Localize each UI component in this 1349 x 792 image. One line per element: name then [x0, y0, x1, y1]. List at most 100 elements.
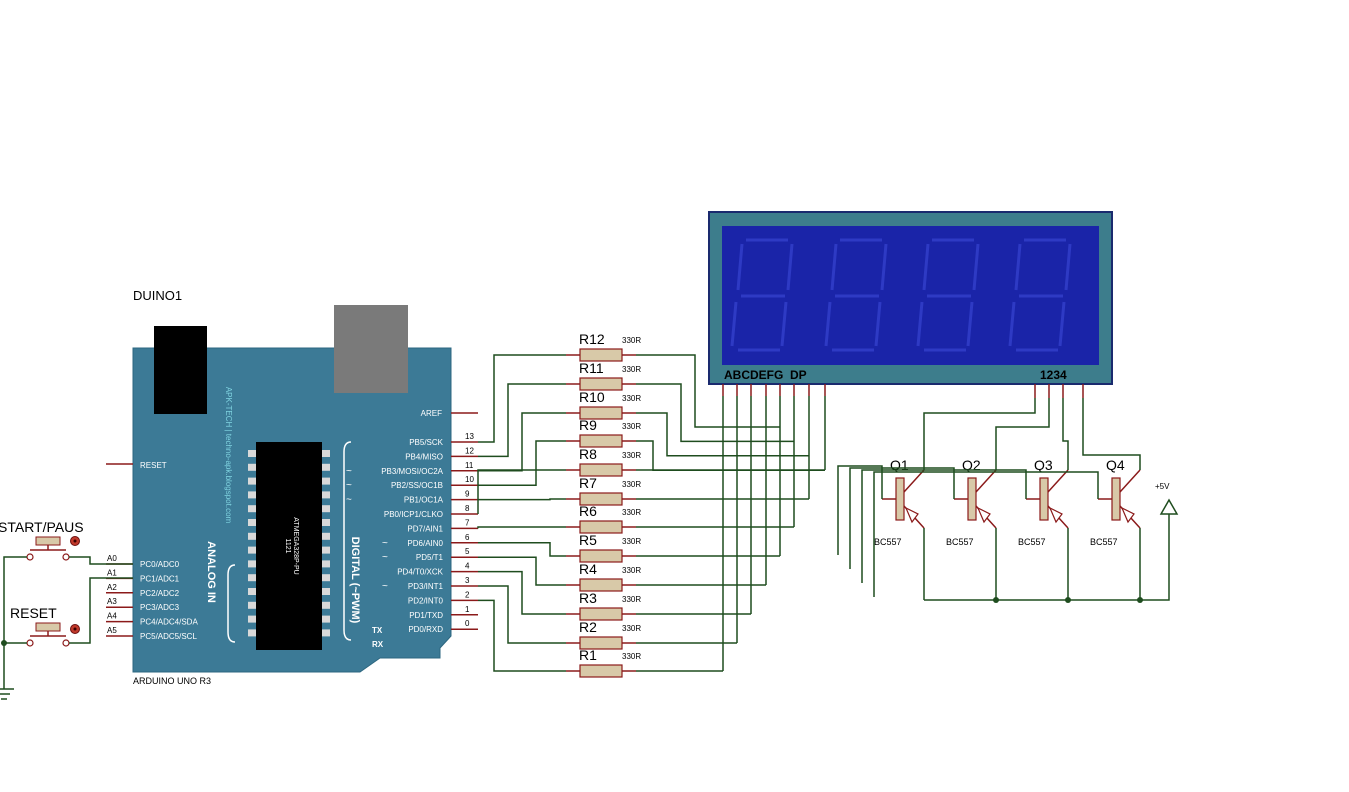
chip-pin [322, 560, 330, 568]
tx-label: TX [372, 626, 383, 635]
resistor-name: R9 [579, 417, 597, 433]
chip-label-1: 1121 [284, 538, 291, 553]
resistor-value: 330R [622, 566, 641, 575]
resistor-value: 330R [622, 652, 641, 661]
chip-pin [248, 532, 256, 540]
digit-4 [1008, 238, 1072, 352]
button-wiring [0, 556, 133, 700]
digital-pin-name: PD2/INT0 [408, 596, 444, 605]
power-jack [154, 326, 207, 414]
digital-pin-number: 6 [465, 533, 470, 542]
transistor-part: BC557 [946, 537, 974, 547]
resistor-value: 330R [622, 537, 641, 546]
transistor-name: Q3 [1034, 457, 1053, 473]
digital-pin-name: PB5/SCK [409, 438, 443, 447]
chip-pin [322, 450, 330, 457]
chip-pin [248, 601, 256, 609]
analog-pin-number: A3 [107, 597, 117, 606]
seven-segment-display[interactable]: ABCDEFG DP 1234 [708, 211, 1113, 385]
digital-pin-name: PD3/INT1 [408, 582, 444, 591]
resistor-value: 330R [622, 394, 641, 403]
digital-pin-number: 11 [465, 461, 474, 470]
chip-pin [322, 546, 330, 554]
digital-pin-name: PD1/TXD [409, 611, 443, 620]
digital-pin-name: PD4/T0/XCK [397, 568, 443, 577]
chip-pin [248, 519, 256, 526]
resistor-name: R4 [579, 561, 597, 577]
digits-label: 1234 [1040, 368, 1067, 382]
digital-pin-number: 13 [465, 432, 474, 441]
digital-pin-number: 8 [465, 504, 470, 513]
chip-pin [322, 505, 330, 513]
digital-pin-number: 9 [465, 490, 470, 499]
digital-pin-number: 1 [465, 605, 470, 614]
digital-pin-number: 7 [465, 518, 470, 527]
digital-pin-number: 10 [465, 475, 474, 484]
chip-label-2: ATMEGA328P-PU [292, 517, 299, 574]
digital-pin-number: 5 [465, 547, 470, 556]
digital-pin-number: 0 [465, 619, 470, 628]
digital-pin-number: 12 [465, 446, 474, 455]
chip-pin [248, 588, 256, 595]
analog-pin-name: PC0/ADC0 [140, 560, 180, 569]
board-vertical-text: APK-TECH | techno-apk.blogspot.com [224, 387, 233, 524]
digital-pin-name: PB3/MOSI/OC2A [381, 467, 443, 476]
digital-pin-name: PD7/AIN1 [407, 524, 443, 533]
chip-pin [248, 615, 256, 623]
start-pause-label: START/PAUS [0, 519, 84, 535]
power-terminal[interactable]: +5V [1155, 482, 1179, 515]
chip-pin [322, 601, 330, 609]
transistor-part: BC557 [874, 537, 902, 547]
resistor-name: R5 [579, 532, 597, 548]
analog-pin-number: A4 [107, 612, 117, 621]
chip-pin [248, 546, 256, 554]
reset-button[interactable]: RESET [10, 605, 80, 647]
chip-pins [248, 450, 330, 637]
board-name-label: ARDUINO UNO R3 [133, 676, 211, 686]
resistor-name: R12 [579, 331, 605, 347]
resistor-value: 330R [622, 480, 641, 489]
arduino-board[interactable]: 1121 ATMEGA328P-PU APK-TECH | techno-apk… [107, 305, 474, 673]
chip-pin [322, 477, 330, 485]
resistor-value: 330R [622, 595, 641, 604]
analog-in-label: ANALOG IN [205, 541, 217, 603]
transistor-name: Q1 [890, 457, 909, 473]
resistor-name: R1 [579, 647, 597, 663]
board-reset-pin-label: RESET [140, 461, 167, 470]
resistor-value: 330R [622, 365, 641, 374]
resistor-name: R11 [579, 360, 604, 376]
pwm-tilde: ~ [382, 552, 388, 563]
digital-pin-name: PD5/T1 [416, 553, 444, 562]
transistor-name: Q2 [962, 457, 981, 473]
digital-pin-name: PB2/SS/OC1B [391, 481, 443, 490]
rx-label: RX [372, 640, 384, 649]
digit-1 [730, 238, 794, 352]
wires [477, 354, 1170, 672]
start-pause-button[interactable]: START/PAUS [0, 519, 84, 561]
digit-2 [824, 238, 888, 352]
chip-pin [248, 560, 256, 568]
resistor-value: 330R [622, 451, 641, 460]
digital-pin-name: PD6/AIN0 [407, 539, 443, 548]
analog-pin-number: A2 [107, 583, 117, 592]
analog-pin-number: A0 [107, 554, 117, 563]
reset-button-label: RESET [10, 605, 57, 621]
digital-pin-name: PB0/ICP1/CLKO [384, 510, 443, 519]
resistor-name: R6 [579, 503, 597, 519]
resistor-name: R3 [579, 590, 597, 606]
chip-pin [248, 463, 256, 471]
digital-pin-labels: PB5/SCK13PB4/MISO12PB3/MOSI/OC2A~11PB2/S… [346, 432, 474, 634]
transistor-name: Q4 [1106, 457, 1125, 473]
analog-pin-number: A5 [107, 626, 117, 635]
segments-label: ABCDEFG DP [724, 368, 807, 382]
resistor-name: R7 [579, 475, 597, 491]
resistor-name: R2 [579, 619, 597, 635]
pwm-tilde: ~ [382, 538, 388, 549]
chip-pin [248, 491, 256, 499]
